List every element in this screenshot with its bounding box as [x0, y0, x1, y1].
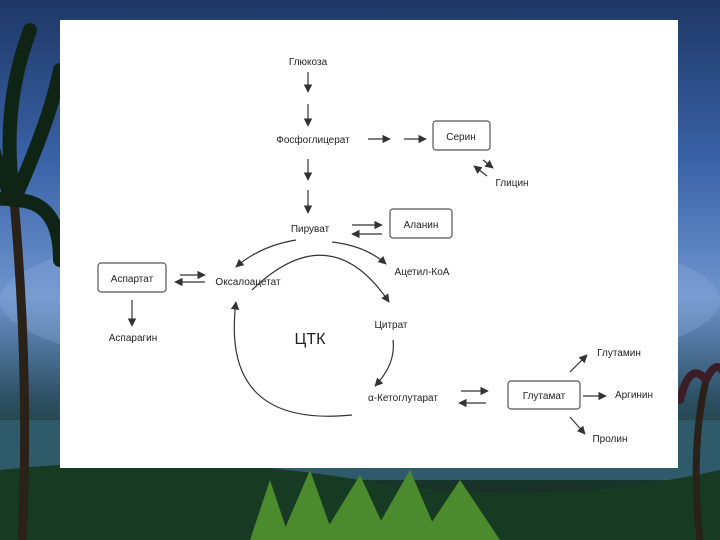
glutamate-node: Глутамат [507, 380, 581, 410]
aspartate-label: Аспартат [111, 274, 154, 285]
citrate-label: Цитрат [374, 320, 407, 331]
glucose-label: Глюкоза [289, 57, 328, 68]
tca-arc-left [230, 301, 353, 417]
alanine-node: Аланин [389, 208, 453, 239]
oxaloacetate-label: Оксалоацетат [215, 277, 281, 288]
arrow-glycine-to-serine [473, 165, 488, 177]
arginine-label: Аргинин [615, 390, 653, 401]
serine-node: Серин [432, 120, 491, 151]
palm-tree-right [676, 363, 720, 540]
alpha-ketoglutarate-label: α-Кетоглутарат [368, 393, 438, 404]
arrow-pyruvate-to-acetyl-coa [331, 241, 387, 265]
glycine-label: Глицин [495, 178, 528, 189]
glutamate-label: Глутамат [523, 391, 566, 402]
tca-arc-right [374, 339, 394, 387]
asparagine-label: Аспарагин [109, 333, 158, 344]
arrow-glutamate-to-proline [569, 416, 586, 435]
palm-tree-left [0, 23, 67, 540]
tca-cycle-label: ЦТК [295, 331, 327, 348]
slide-panel: Глюкоза Фосфоглицерат Глицин Пируват Окс… [60, 20, 678, 468]
pyruvate-label: Пируват [291, 224, 330, 235]
acetyl-coa-label: Ацетил-КоА [395, 267, 450, 278]
phosphoglycerate-label: Фосфоглицерат [276, 134, 350, 146]
serine-label: Серин [446, 132, 475, 143]
tca-arc-top [251, 254, 390, 303]
alanine-label: Аланин [404, 220, 439, 231]
metabolic-pathway-diagram: Глюкоза Фосфоглицерат Глицин Пируват Окс… [97, 57, 653, 445]
glutamine-label: Глутамин [597, 348, 641, 359]
aspartate-node: Аспартат [97, 262, 167, 293]
arrow-pyruvate-to-oxaloacetate [235, 239, 297, 268]
foreground-plants [250, 470, 500, 540]
proline-label: Пролин [592, 434, 627, 445]
arrow-serine-to-glycine [482, 159, 494, 169]
arrow-glutamate-to-glutamine [569, 354, 588, 373]
